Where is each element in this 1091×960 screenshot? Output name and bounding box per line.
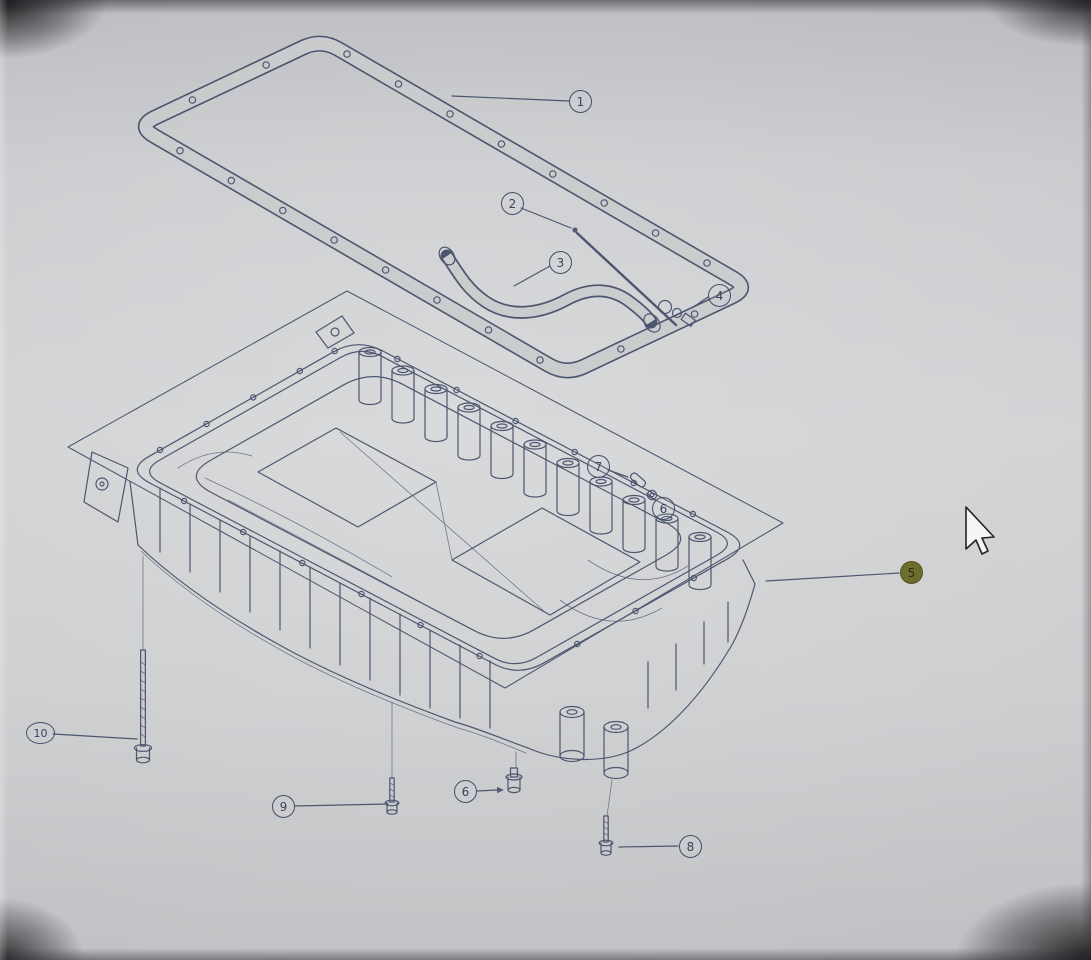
callout-3[interactable]: 3	[549, 251, 572, 274]
gasket-bolt-holes	[176, 50, 711, 364]
callout-9-label: 9	[279, 799, 288, 814]
bolt-bosses	[559, 705, 629, 780]
callout-4-label: 4	[715, 288, 724, 303]
callout-2[interactable]: 2	[501, 192, 524, 215]
callout-6-lower[interactable]: 6	[454, 780, 477, 803]
callout-10[interactable]: 10	[26, 722, 55, 744]
gasket-drawing	[137, 35, 750, 379]
small-bolt-9-drawing	[384, 777, 400, 815]
mouse-cursor	[965, 506, 995, 555]
flange-bolt-holes	[156, 347, 698, 660]
callout-5-label: 5	[907, 565, 916, 580]
callout-1-label: 1	[576, 94, 585, 109]
leader-lines	[52, 95, 900, 848]
callout-8-label: 8	[686, 839, 695, 854]
callout-2-label: 2	[508, 196, 517, 211]
callout-10-label: 10	[33, 726, 48, 740]
callout-1[interactable]: 1	[569, 90, 592, 113]
drain-plug-drawing	[505, 767, 523, 794]
callout-5[interactable]: 5	[900, 561, 923, 584]
fittings-drawing	[657, 299, 696, 327]
suction-tube-drawing	[438, 246, 661, 333]
callout-9[interactable]: 9	[272, 795, 295, 818]
long-bolt-drawing	[133, 649, 153, 764]
callout-6-upper-label: 6	[659, 501, 668, 516]
washer-drawing	[646, 489, 658, 501]
callout-6-lower-label: 6	[461, 784, 470, 799]
callout-8[interactable]: 8	[679, 835, 702, 858]
small-bolt-8-drawing	[598, 815, 614, 856]
callout-7[interactable]: 7	[587, 455, 610, 478]
callout-4[interactable]: 4	[708, 284, 731, 307]
stud-drawing	[630, 472, 646, 488]
callout-7-label: 7	[594, 459, 603, 474]
construction-frame	[67, 290, 784, 689]
oil-pan-drawing	[83, 315, 756, 817]
callout-6-upper[interactable]: 6	[652, 497, 675, 520]
callout-3-label: 3	[556, 255, 565, 270]
